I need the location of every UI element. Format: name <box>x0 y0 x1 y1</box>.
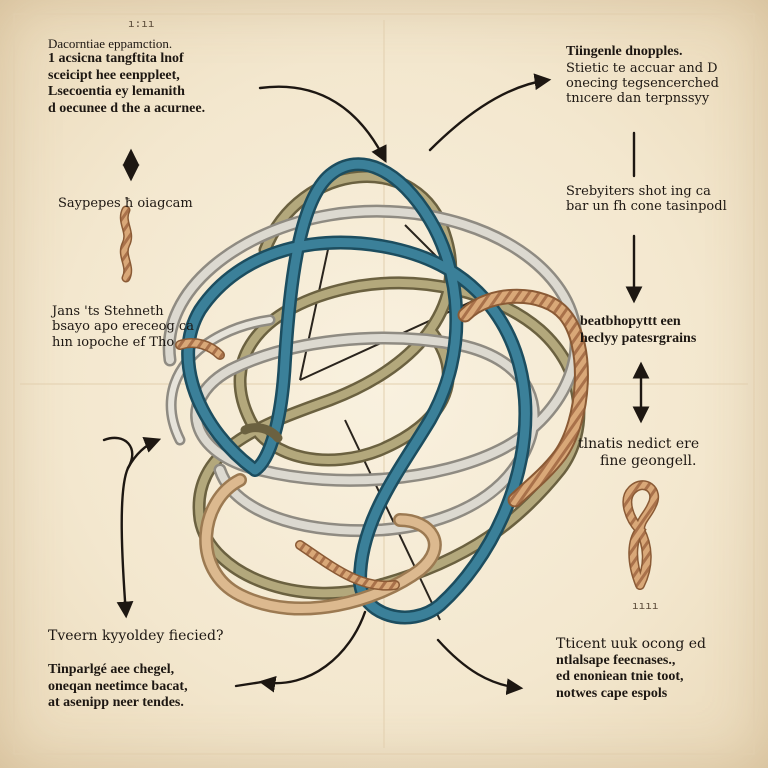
right-lower-line-1: tlnatis nedict ere <box>578 436 700 452</box>
bottom-right-line-4: notwes cape espols <box>556 685 668 701</box>
arrow-left-curve-up <box>126 436 162 470</box>
right-mark: ıııı <box>632 599 659 612</box>
top-left-line-5: d oecunee d the a acurnee. <box>48 100 206 116</box>
arrow-top-left <box>258 85 387 164</box>
right-upper-line-1: Srebyiters shot ing ca <box>566 184 711 199</box>
annotation-arrows <box>102 73 650 696</box>
top-left-line-3: sceicipt hee eenppleet, <box>48 67 180 83</box>
bottom-right-line-3: ed enoniean tnie toot, <box>556 669 684 685</box>
bottom-right-line-2: ntlalsape feecnases., <box>556 652 676 668</box>
bottom-left-line-1: Tinparlgé aee chegel, <box>48 662 175 677</box>
arrow-left-curve <box>102 436 134 619</box>
arrow-bottom-left <box>258 610 367 693</box>
braided-rope <box>175 288 589 591</box>
right-mid-text-block: beatbhopyttt een heclyy patesrgrains <box>580 314 750 347</box>
right-upper-text-block: Srebyiters shot ing ca bar un fh cone ta… <box>566 184 751 215</box>
small-rope-left-illustration <box>119 205 133 283</box>
bottom-right-text-block: Tticent uuk ocong ed ntlalsape feecnases… <box>556 636 756 702</box>
arrow-bottom-right <box>436 638 524 696</box>
top-left-line-2: 1 acsicna tangftita lnof <box>48 51 184 67</box>
olive-cord <box>192 170 586 600</box>
top-right-text-block: Tiingenle dnopples. Stietic te accuar an… <box>566 44 746 107</box>
top-right-line-3: onecing tegsencerched <box>566 75 719 91</box>
left-mid-line-3: hın ıopoche ef Tho <box>52 334 175 350</box>
bottom-left-question: Tveern kyyoldey fiecied? <box>48 628 224 644</box>
arrow-top-right <box>428 73 552 152</box>
top-left-mark: ı:ıı <box>128 17 155 30</box>
top-left-line-4: Lsecoentia ey lemanith <box>48 84 185 100</box>
top-left-line-1: Dacorntiae eppamction. <box>48 36 173 51</box>
left-mid-line-1: Jans 'ts Stehneth <box>52 304 164 319</box>
right-mid-line-2: heclyy patesrgrains <box>580 330 697 346</box>
top-right-line-2: Stietic te accuar and D <box>566 60 718 76</box>
bottom-left-line-2: oneqan neetimce bacat, <box>48 678 188 694</box>
top-left-text-block: Dacorntiae eppamction. 1 acsicna tangfti… <box>48 36 278 117</box>
left-label: Saypepes ħ oiagcam <box>58 196 193 211</box>
top-right-line-4: tnıcere dan terpnssyy <box>566 91 710 107</box>
right-upper-line-2: bar un fh cone tasinpodl <box>566 199 727 215</box>
right-lower-text-block: tlnatis nedict ere fine geongell. <box>578 436 748 469</box>
tan-loop-cord <box>199 473 442 616</box>
right-lower-line-2: fine geongell. <box>600 452 697 469</box>
small-rope-loop-right-illustration <box>622 480 659 590</box>
arrow-bottom-left-stub <box>234 680 264 688</box>
frame-lines <box>13 13 755 755</box>
bottom-right-line-1: Tticent uuk ocong ed <box>556 636 707 652</box>
left-mid-text-block: Jans 'ts Stehneth bsayo apo ereceog ca h… <box>52 304 202 350</box>
bottom-left-text-block: Tinparlgé aee chegel, oneqan neetimce ba… <box>48 662 248 712</box>
bottom-left-line-3: at asenipp neer tendes. <box>48 695 184 711</box>
left-mid-line-2: bsayo apo ereceog ca <box>52 319 194 335</box>
top-right-line-1: Tiingenle dnopples. <box>566 44 683 59</box>
right-mid-line-1: beatbhopyttt een <box>580 314 681 329</box>
